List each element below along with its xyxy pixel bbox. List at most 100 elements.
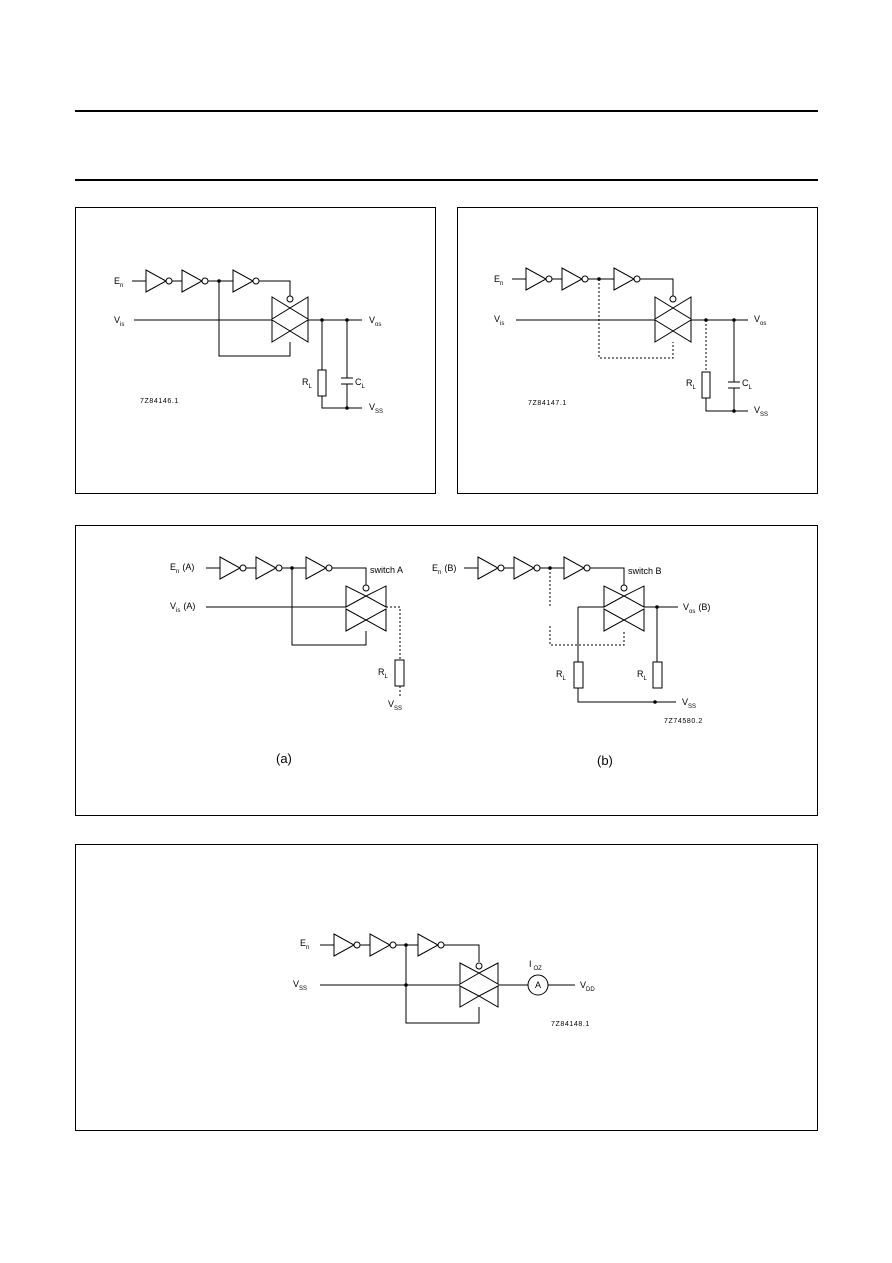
fig3-code: 7Z74580.2 [664,718,703,725]
fig4-vss-label: V [293,979,299,989]
svg-text:VSS: VSS [388,699,402,712]
figure-4-frame [75,844,818,1131]
inverter-2 [181,269,204,293]
fig3a-switch-label: switch A [370,565,403,575]
inverter-3 [417,933,440,957]
svg-text:Vos(B): Vos(B) [683,602,710,615]
figure-2-circuit [512,267,748,413]
fig2-cl-label: C [742,378,749,388]
svg-text:CL: CL [355,377,366,390]
tgate-upper-right [622,585,645,608]
svg-text:RL: RL [686,378,697,391]
fig2-vos-label: V [754,314,760,324]
inverter-1 [145,269,168,293]
resistor-rl [701,371,711,399]
fig3a-en-label: E [170,562,176,572]
svg-text:Vos: Vos [369,315,381,328]
tgate-lower-left [603,608,626,632]
fig2-vss-label: V [754,405,760,415]
tgate-lower-right [364,608,387,632]
caption-b: (b) [597,753,613,768]
figure-4-circuit [320,933,575,1024]
tgate-lower-left [345,608,368,632]
svg-text:En: En [494,274,503,287]
inverter-2 [369,933,392,957]
figure-3-frame [75,525,818,816]
resistor-rl [317,369,327,397]
tgate-lower-left [459,985,481,1008]
inverter-1 [219,556,242,580]
tgate-upper-right [289,296,309,320]
tgate-lower-right [477,985,499,1008]
inverter-1 [333,933,356,957]
fig3b-rl1-label: R [556,669,563,679]
fig3b-vss-label: V [682,697,688,707]
inverter-1 [525,267,548,291]
fig4-en-label: E [300,938,306,948]
tgate-lower-left [271,319,291,343]
inverter-3 [563,556,586,580]
resistor-rl-1 [573,661,584,689]
inverter-3 [613,267,636,291]
svg-text:En: En [300,938,309,951]
fig3a-vis-label: V [170,601,176,611]
svg-text:VDD: VDD [580,980,595,993]
fig1-vos-label: V [369,315,375,325]
top-rule [75,110,818,112]
tgate-upper-right [364,585,387,608]
fig4-code: 7Z84148.1 [551,1021,590,1028]
tgate-lower-left [654,319,674,343]
svg-text:En: En [114,276,123,289]
tgate-upper-left [345,585,368,608]
svg-text:CL: CL [742,378,753,391]
inverter-2 [561,267,584,291]
figure-3b-circuit [464,556,678,704]
resistor-rl [394,659,405,687]
fig3b-switch-label: switch B [628,566,662,576]
fig1-en-label: E [114,276,120,286]
fig2-en-label: E [494,274,500,284]
fig1-vss-label: V [369,402,375,412]
tgate-upper-left [603,585,626,608]
fig1-vis-label: V [114,315,120,325]
figure-1-frame [75,207,436,494]
svg-text:Vos: Vos [754,314,766,327]
fig1-code: 7Z84146.1 [140,398,179,405]
svg-text:VSS: VSS [369,402,383,415]
figure-2-frame [457,207,818,494]
fig3b-vos-label: V [683,602,689,612]
tgate-upper-left [459,962,481,985]
fig3b-rl2-label: R [637,669,644,679]
svg-text:Vis: Vis [494,314,504,327]
fig3a-vss-label: V [388,699,394,709]
svg-text:Vis(A): Vis(A) [170,601,195,614]
figure-3a-circuit [206,556,405,696]
svg-text:VSS: VSS [754,405,768,418]
fig2-code: 7Z84147.1 [528,400,567,407]
fig4-vdd-label: V [580,980,586,990]
svg-text:RL: RL [378,667,389,680]
capacitor-cl [341,377,353,385]
second-rule [75,179,818,181]
fig4-ioz-label: I [529,959,532,969]
svg-text:En(B): En(B) [432,563,456,576]
resistor-rl-2 [652,661,663,689]
fig3b-en-label: E [432,563,438,573]
fig1-cl-label: C [355,377,362,387]
tgate-lower-right [289,319,309,343]
tgate-lower-right [672,319,692,343]
tgate-lower-right [622,608,645,632]
svg-text:RL: RL [556,669,567,682]
svg-text:VSS: VSS [293,979,307,992]
inverter-3 [232,269,255,293]
fig4-ammeter-label: A [535,980,541,990]
fig2-rl-label: R [686,378,693,388]
inverter-2 [513,556,536,580]
svg-text:En(A): En(A) [170,562,194,575]
svg-text:VSS: VSS [682,697,696,710]
inverter-2 [255,556,278,580]
svg-text:Vis: Vis [114,315,124,328]
figure-1-circuit [132,269,362,410]
inverter-1 [477,556,500,580]
